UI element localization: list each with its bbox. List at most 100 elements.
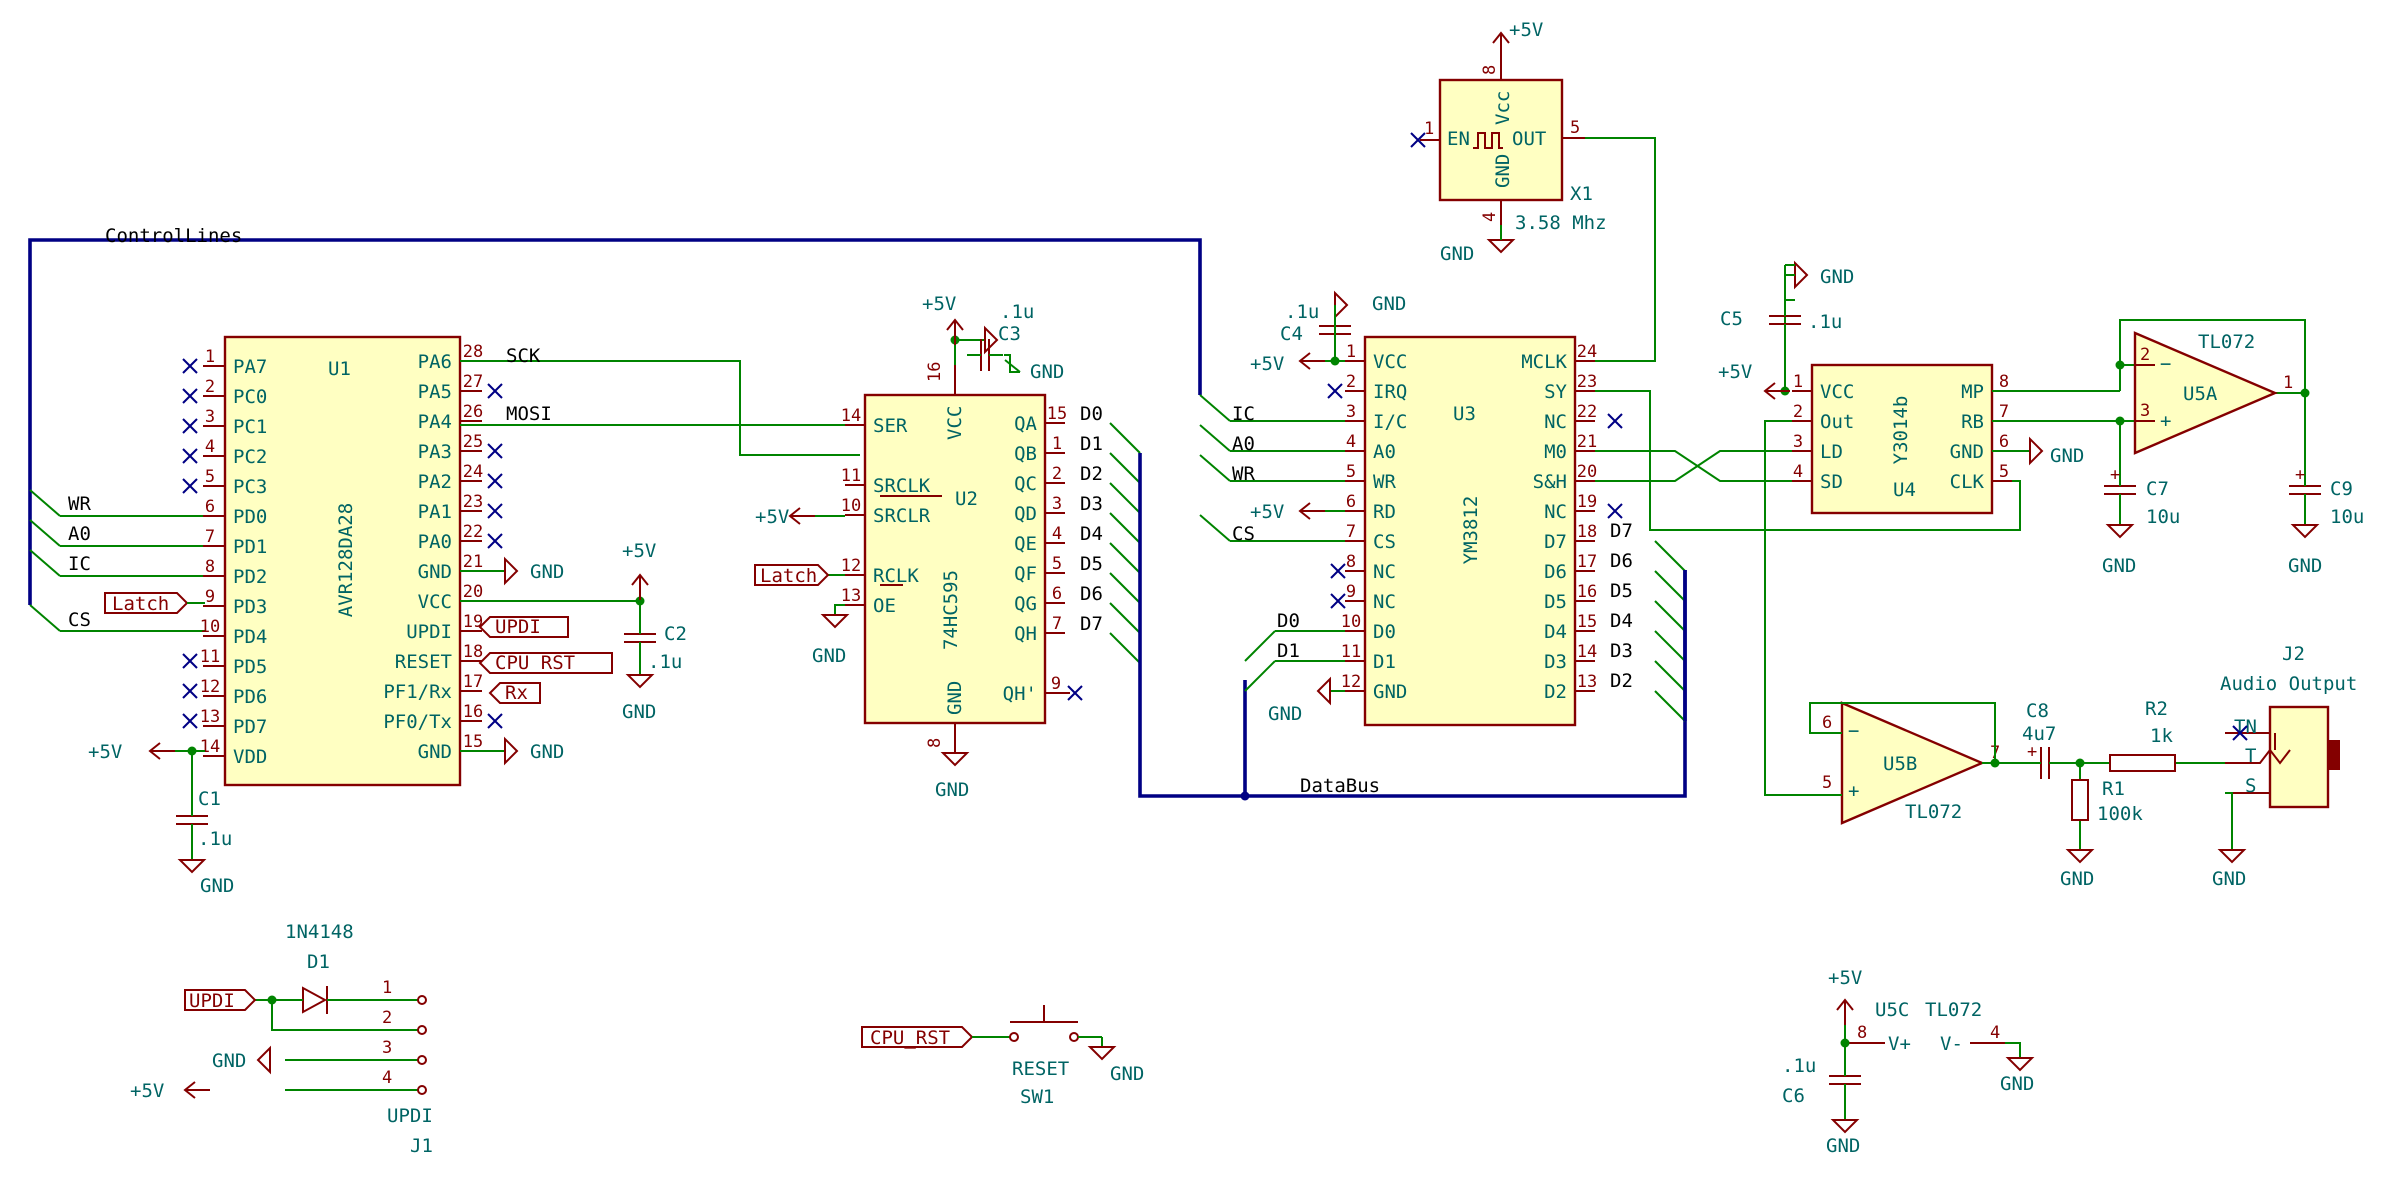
u3-pin-label-cs: CS [1373,531,1396,553]
c6-value: .1u [1782,1055,1816,1077]
vcc-u2-srclr-text: +5V [755,506,789,528]
j2-audio-jack[interactable]: TN T S J2 Audio Output [2220,643,2357,809]
vcc-u3-text: +5V [1250,353,1284,375]
u1-pin-label-vdd: VDD [233,746,267,768]
u1-pin-label-pc0: PC0 [233,386,267,408]
u3-pin-label-nc: NC [1373,591,1396,613]
net-d5-u3: D5 [1610,580,1633,602]
u5b-opamp[interactable]: − + U5B TL072 6 5 7 [1822,701,2000,825]
gnd-c4: GND [1334,290,1406,320]
u1-pin-label-gnd: GND [418,741,452,763]
c1-capacitor[interactable]: C1.1u [176,788,232,850]
u3-wires [1300,137,2021,692]
u1-pin-num-13: 13 [200,707,220,727]
c5-capacitor[interactable]: C5.1u [1720,300,1842,342]
u5a-ref: U5A [2183,383,2218,405]
sw1-value: RESET [1012,1058,1069,1080]
u5c-opamp-power[interactable]: U5C TL072 V+ V- 8 4 [1845,999,2005,1055]
u1-pin-label-pd7: PD7 [233,716,267,738]
x1-oscillator[interactable]: EN OUT Vcc GND 1 8 4 5 X1 3.58 Mhz [1420,58,1607,234]
u3-left-data-entries [1244,630,1345,692]
r1-resistor[interactable]: R1 100k [2071,778,2143,825]
u3-pin-label-gnd: GND [1373,681,1407,703]
j1-updi-connector[interactable]: 1 2 3 4 UPDI J1 [255,978,433,1157]
u3-pin-num-11: 11 [1341,642,1361,662]
u3-pin-label-d6: D6 [1544,561,1567,583]
gnd-u3: GND [1268,676,1331,725]
c7-polarity-mark: + [2110,465,2120,485]
c8-ref: C8 [2026,700,2049,722]
u3-pin-num-2: 2 [1346,372,1356,392]
x1-en: EN [1447,128,1470,150]
gnd-u1-15: GND [504,736,564,766]
u3-pin-num-6: 6 [1346,492,1356,512]
u1-pin-num-26: 26 [463,402,483,422]
no-connect-x-icon [182,478,198,494]
c4-value: .1u [1285,301,1319,323]
u3-pin-num-15: 15 [1577,612,1597,632]
u3-pin-num-12: 12 [1341,672,1361,692]
u2-pin-label-qg: QG [1014,593,1037,615]
c4-capacitor[interactable]: C4.1u [1280,301,1351,352]
u2-pin-num-4: 4 [1052,524,1062,544]
u3-pin-label-wr: WR [1373,471,1396,493]
gnd-u2-oe-text: GND [812,645,846,667]
x1-wave-icon [1473,132,1503,149]
u2-pin-label-qd: QD [1014,503,1037,525]
u2-ref: U2 [955,488,978,510]
u4-pin-num-7: 7 [1999,402,2009,422]
u1-pin-num-22: 22 [463,522,483,542]
u5a-minus: − [2160,353,2171,375]
vcc-u5c: +5V [1828,967,1862,1025]
j1-value: UPDI [387,1105,433,1127]
u1-pin-num-3: 3 [205,407,215,427]
cpurst-label-sw: CPU_RST [870,1027,950,1049]
u4-pin-label-clk: CLK [1950,471,1985,493]
gnd-sw1-text: GND [1110,1063,1144,1085]
u5c-pin8: 8 [1857,1023,1867,1043]
gnd-u3-text: GND [1268,703,1302,725]
gnd-u1-21: GND [504,556,564,586]
gnd-u2-text: GND [935,779,969,801]
r2-resistor[interactable]: R2 1k [2109,698,2176,772]
c6-capacitor[interactable]: C6.1u [1782,1055,1861,1107]
u2-pin-num-15: 15 [1047,404,1067,424]
no-connect-x-icon [1327,383,1343,399]
u4-pin-label-gnd: GND [1950,441,1984,463]
c3-capacitor[interactable]: C3.1u [967,301,1034,371]
u1-pin-num-14: 14 [200,737,220,757]
j1-pin2: 2 [382,1008,392,1028]
no-connect-x-icon [487,713,503,729]
d1-diode[interactable]: D1 1N4148 [285,921,354,1014]
u3-value: YM3812 [1460,496,1482,565]
u2-pin-label-srclr: SRCLR [873,505,931,527]
u3-pin-label-nc: NC [1544,411,1567,433]
u2-pin-num-5: 5 [1052,554,1062,574]
net-d7-u3: D7 [1610,520,1633,542]
u5a-opamp[interactable]: − + U5A TL072 2 3 1 [2133,331,2293,455]
u2-pin-label-rclk: RCLK [873,565,919,587]
control-bus: ControlLines [28,225,1202,605]
u3-pin-num-4: 4 [1346,432,1356,452]
u4-value: Y3014b [1890,396,1912,465]
c2-capacitor[interactable]: C2.1u [624,618,687,673]
r1-ref: R1 [2102,778,2125,800]
j2-ref: J2 [2282,643,2305,665]
cpurst-label-u1: CPU_RST [478,652,613,674]
u1-pin-num-25: 25 [463,432,483,452]
sw1-reset-button[interactable]: CPU_RST RESET SW1 [861,1005,1103,1108]
u1-pin-label-pa5: PA5 [418,381,452,403]
r1-value: 100k [2097,803,2143,825]
u2-pin-num-2: 2 [1052,464,1062,484]
u4-pin-label-sd: SD [1820,471,1843,493]
u2-pin-num-9: 9 [1051,674,1061,694]
